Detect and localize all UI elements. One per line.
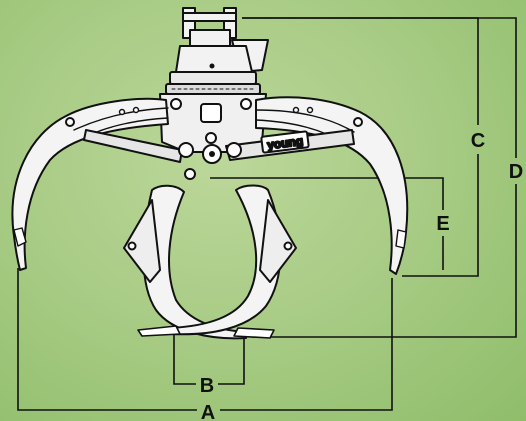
left-inner-tip — [137, 325, 181, 337]
right-inner-jaw — [169, 184, 282, 336]
dimension-line-e — [210, 177, 444, 270]
dimension-line-d — [242, 17, 517, 338]
right-inner-tip — [233, 327, 275, 339]
dimension-label-b: B — [200, 375, 214, 397]
dimension-label-c: C — [471, 130, 485, 152]
left-cylinder — [83, 129, 183, 163]
rotator-mount — [165, 7, 269, 95]
left-outer-jaw — [11, 97, 169, 271]
dimension-line-a — [17, 268, 393, 411]
right-outer-jaw — [255, 96, 409, 275]
dimension-labels: A B C D E — [200, 130, 523, 421]
dimension-line-b — [173, 330, 245, 385]
left-inner-jaw-plate — [123, 199, 161, 283]
dimension-lines — [17, 17, 517, 411]
dimension-label-e: E — [436, 213, 449, 235]
grapple-body: young — [11, 7, 409, 340]
right-inner-jaw-plate — [259, 199, 297, 283]
dimension-label-d: D — [509, 161, 523, 183]
brand-label: young — [266, 134, 303, 152]
dimension-label-a: A — [201, 402, 215, 421]
